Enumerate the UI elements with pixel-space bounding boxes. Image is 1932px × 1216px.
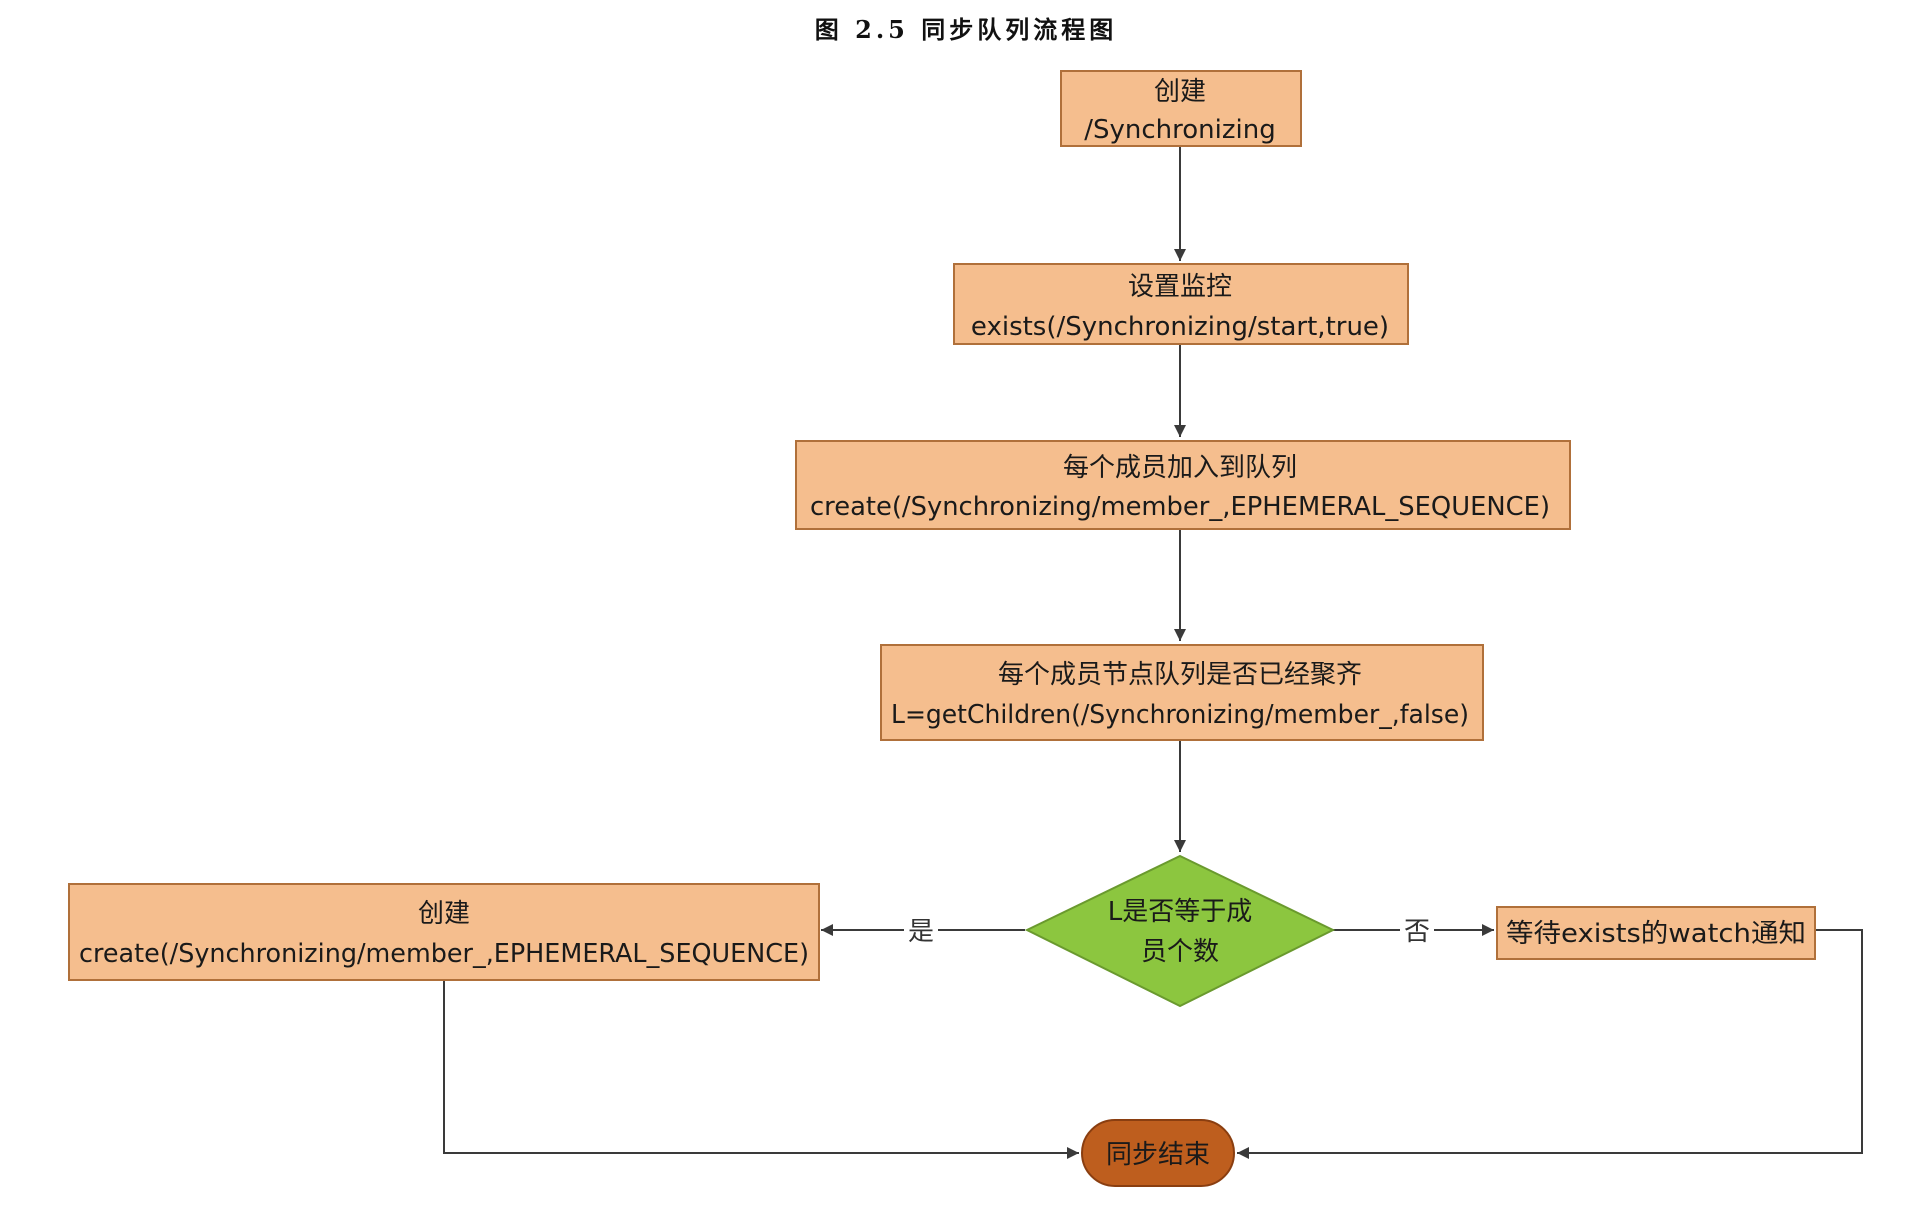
node-join-queue-line1: 每个成员加入到队列 (1063, 453, 1297, 483)
node-set-watch-line2: exists(/Synchronizing/start,true) (971, 312, 1389, 342)
node-create-member-line2: create(/Synchronizing/member_,EPHEMERAL_… (79, 939, 809, 969)
node-join-queue: 每个成员加入到队列 create(/Synchronizing/member_,… (795, 440, 1571, 530)
node-decision: L是否等于成 员个数 (1024, 854, 1336, 1008)
yes-label-group: 是 (904, 910, 938, 948)
node-wait-notify: 等待exists的watch通知 (1496, 906, 1816, 960)
node-set-watch: 设置监控 exists(/Synchronizing/start,true) (953, 263, 1409, 345)
node-create-synchronizing-line1: 创建 (1154, 77, 1206, 107)
node-create-synchronizing: 创建 /Synchronizing (1060, 70, 1302, 147)
node-check-ready-line1: 每个成员节点队列是否已经聚齐 (998, 660, 1362, 690)
node-check-ready: 每个成员节点队列是否已经聚齐 L=getChildren(/Synchroniz… (880, 644, 1484, 741)
figure-caption: 图 2.5 同步队列流程图 (815, 15, 1117, 44)
no-label: 否 (1404, 917, 1430, 947)
node-create-synchronizing-line2: /Synchronizing (1084, 115, 1275, 145)
node-decision-line1: L是否等于成 (1108, 897, 1253, 927)
node-end-label: 同步结束 (1106, 1140, 1210, 1170)
edge-wait-to-end (1237, 929, 1863, 1159)
node-check-ready-line2: L=getChildren(/Synchronizing/member_,fal… (891, 700, 1469, 730)
node-end: 同步结束 (1081, 1119, 1235, 1187)
node-create-member-line1: 创建 (418, 899, 470, 929)
edge-create-member-to-end (443, 980, 1079, 1159)
node-decision-line2: 员个数 (1141, 937, 1219, 967)
node-set-watch-line1: 设置监控 (1128, 272, 1232, 302)
node-create-member: 创建 create(/Synchronizing/member_,EPHEMER… (68, 883, 820, 981)
yes-label: 是 (908, 917, 934, 947)
node-join-queue-line2: create(/Synchronizing/member_,EPHEMERAL_… (810, 492, 1550, 522)
no-label-group: 否 (1400, 910, 1434, 948)
node-wait-notify-label: 等待exists的watch通知 (1506, 919, 1806, 949)
